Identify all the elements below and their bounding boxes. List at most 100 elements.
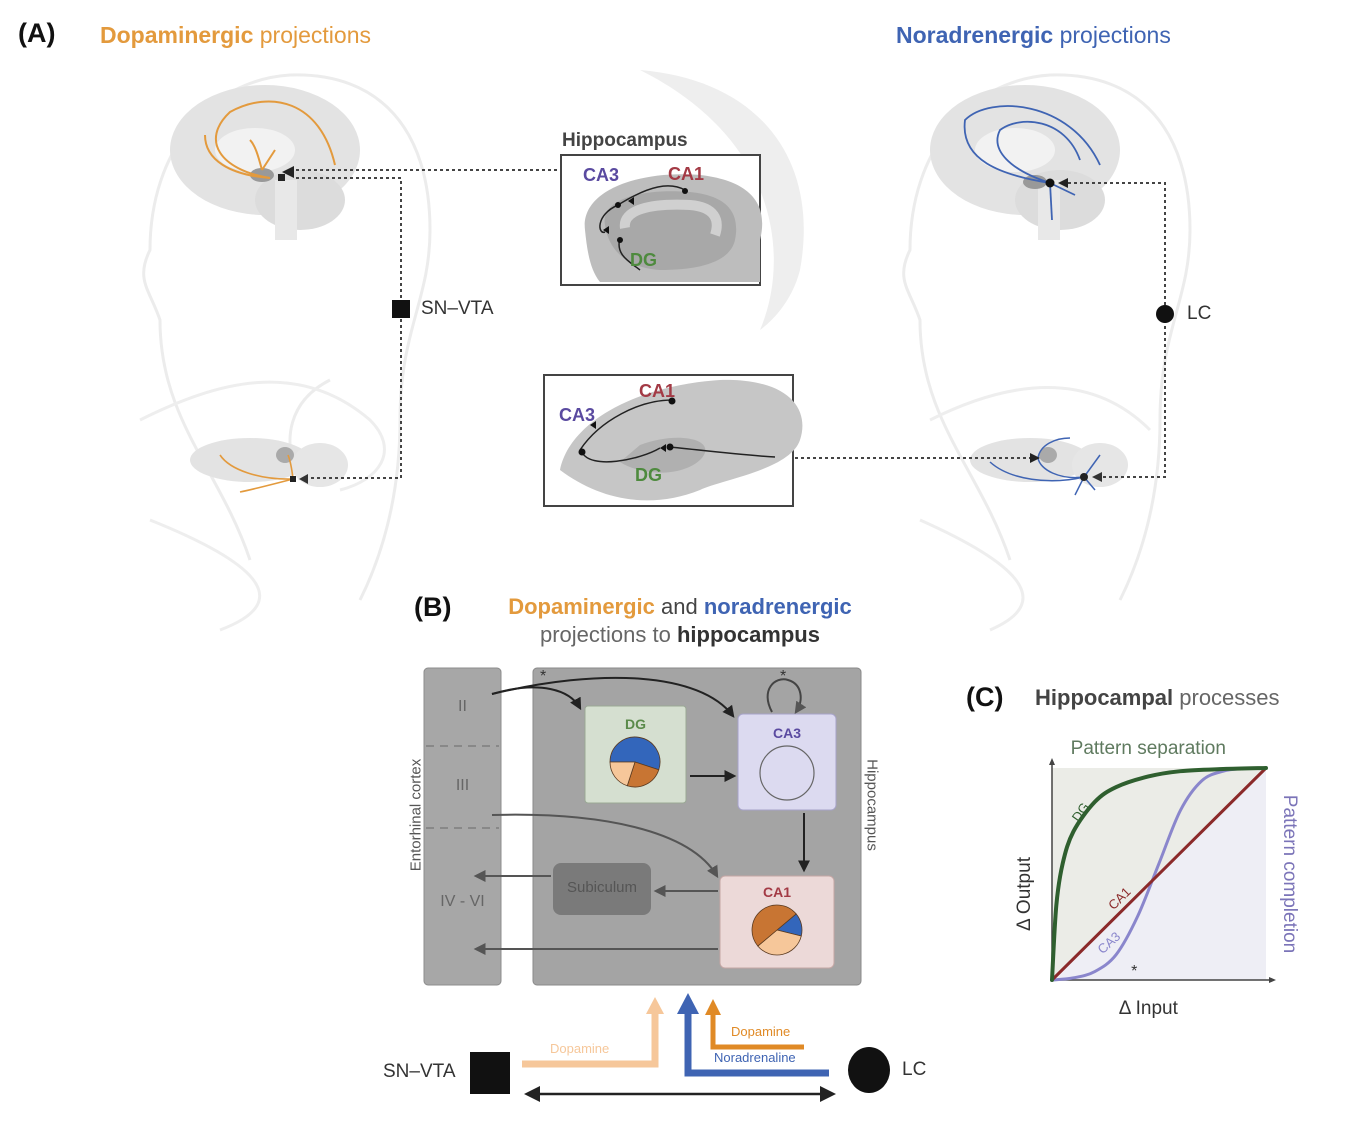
pie-slice-dopamine-snvta (609, 761, 636, 787)
title-rest: projections (253, 22, 371, 48)
dopamine-snvta-arrow (522, 1010, 659, 1068)
lc-circle-icon (1156, 305, 1174, 323)
ca1-pie-chart (751, 904, 803, 956)
arrowhead-icon (677, 993, 699, 1014)
pie-slice-dopamine-lc (751, 904, 797, 947)
ca3-star-annotation: * (1131, 963, 1137, 980)
title-blue: noradrenergic (703, 594, 852, 619)
series-line-ca1 (1050, 766, 1268, 982)
noradrenaline-pathways-human (963, 105, 1101, 221)
dashed-connectors (296, 169, 1166, 479)
x-axis-label: Δ Input (1119, 998, 1179, 1019)
noradrenaline-arrow (684, 1010, 829, 1077)
pattern-completion-label: Pattern completion (1279, 795, 1300, 953)
human-brain-left (170, 85, 360, 240)
sn-vta-marker-icon (278, 174, 285, 181)
title-bold: hippocampus (676, 622, 820, 647)
star-annotation-dg: * (540, 668, 547, 685)
arrowhead-icon (1058, 178, 1068, 188)
layer-iii-label: III (455, 777, 470, 794)
title-bold: Noradrenergic (896, 22, 1054, 48)
y-axis-arrowhead-icon (1049, 758, 1055, 765)
arrowhead-icon (1030, 453, 1040, 463)
dopamine-pathways-human (204, 100, 336, 179)
pie-slice-noradrenaline (609, 736, 661, 771)
ca3-empty-circle (759, 745, 815, 801)
sn-vta-square-icon (470, 1052, 510, 1094)
arrowhead-icon (524, 1086, 540, 1102)
panel-a-label: (A) (18, 18, 56, 48)
panel-b-title-line1: Dopaminergic and noradrenergic (440, 594, 920, 620)
hippocampus-side-label: Hippocampus (863, 759, 881, 851)
arrowhead-icon (1092, 472, 1102, 482)
title-rest: projections (1053, 22, 1171, 48)
dg-pie-chart (609, 736, 661, 788)
human-ca3-label: CA3 (583, 165, 620, 185)
noradrenergic-projections-title: Noradrenergic projections (896, 22, 1171, 49)
entorhinal-cortex-label-wrap: Entorhinal cortex (396, 750, 436, 880)
x-axis-arrowhead-icon (1269, 977, 1276, 983)
rodent-ca3-label: CA3 (559, 405, 596, 425)
ca1-label: CA1 (762, 884, 791, 900)
arrowhead-icon (646, 997, 664, 1014)
human-head-right (902, 73, 1192, 601)
rodent-hippocampus-inset (543, 374, 803, 507)
lc-marker-icon (1080, 473, 1088, 481)
title-bold: Dopaminergic (100, 22, 254, 48)
subiculum-label: Subiculum (566, 879, 638, 896)
title-bold: Hippocampal (1035, 685, 1174, 710)
ec-ii-to-ca3-arrow (491, 676, 735, 718)
title-rest: processes (1173, 685, 1280, 710)
dopamine-lc-label: Dopamine (731, 1024, 791, 1039)
human-dg-label: DG (630, 250, 657, 270)
lc-marker-icon (1045, 178, 1055, 188)
hippocampus-side-label-wrap: Hippocampus (852, 740, 892, 870)
pie-slice-dopamine-snvta (757, 929, 802, 956)
entorhinal-cortex-label: Entorhinal cortex (407, 758, 425, 872)
arrowhead-icon (820, 1086, 836, 1102)
noradrenaline-label: Noradrenaline (714, 1050, 796, 1065)
lc-circle-icon (848, 1047, 890, 1093)
pattern-separation-label: Pattern separation (1071, 738, 1226, 759)
arrowhead-icon (282, 166, 294, 178)
layer-iv-vi-label: IV - VI (440, 893, 485, 910)
subiculum-box (553, 863, 651, 915)
series-line-dg (1050, 766, 1268, 982)
title-plain: projections to (540, 622, 677, 647)
dg-label: DG (625, 716, 646, 732)
title-orange: Dopaminergic (508, 594, 655, 619)
hippocampus-heading: Hippocampus (562, 130, 688, 151)
panel-c-label: (C) (966, 682, 1004, 712)
ca3-label: CA3 (772, 725, 801, 741)
sn-vta-label-b: SN–VTA (383, 1061, 456, 1082)
lc-label: LC (1187, 303, 1212, 324)
dopamine-lc-arrow (710, 1012, 804, 1050)
sn-vta-marker-icon (290, 476, 296, 482)
panel-a-illustration (139, 70, 1192, 632)
sn-vta-square-icon (392, 300, 410, 318)
sn-vta-label: SN–VTA (421, 298, 494, 319)
dopamine-snvta-label: Dopamine (550, 1041, 610, 1056)
layer-ii-label: II (458, 698, 467, 715)
arrowhead-icon (705, 999, 721, 1015)
star-annotation-ca3: * (780, 668, 787, 685)
dopaminergic-projections-title: Dopaminergic projections (100, 22, 371, 49)
entorhinal-cortex-box (423, 667, 502, 986)
hippocampus-crescent-shape (640, 70, 804, 330)
panel-c-title: Hippocampal processes (1035, 685, 1280, 711)
lc-label-b: LC (902, 1059, 927, 1080)
human-hippocampus-inset (560, 154, 763, 286)
ca3-recurrent-arrow (766, 678, 807, 714)
panel-b-title-line2: projections to hippocampus (440, 622, 920, 648)
title-mid: and (654, 594, 704, 619)
pie-slice-dopamine-lc (626, 761, 660, 788)
human-ca1-label: CA1 (668, 164, 705, 184)
rodent-dg-label: DG (635, 465, 662, 485)
rodent-silhouette-left (139, 380, 386, 632)
panel-b-label: (B) (414, 592, 452, 622)
ec-iii-to-ca1-arrow (491, 813, 719, 879)
arrowhead-icon (299, 474, 308, 484)
y-axis-label: Δ Output (1014, 856, 1035, 931)
